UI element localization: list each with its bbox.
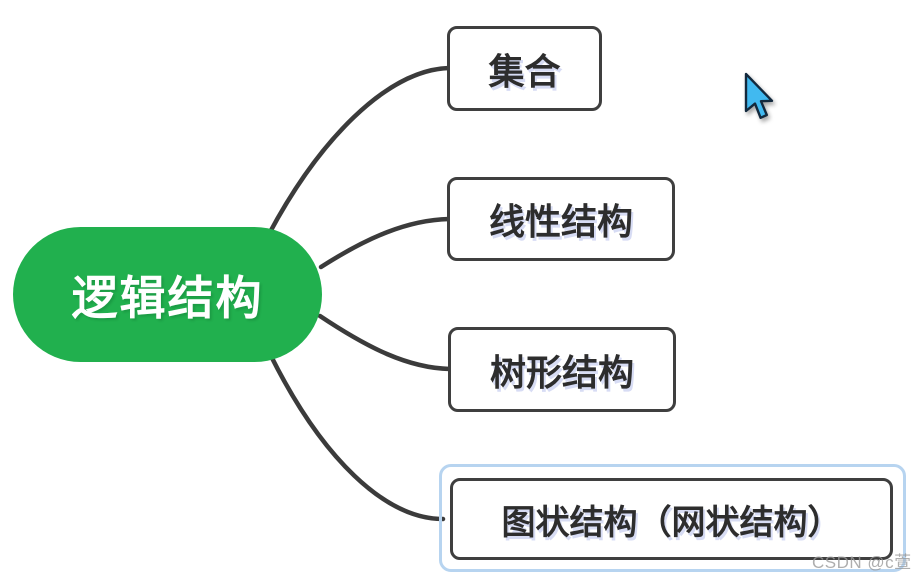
branch-node-set[interactable]: 集合 [447, 26, 602, 111]
branch-node-linear-structure[interactable]: 线性结构 [447, 177, 675, 261]
branch-node-graph-structure[interactable]: 图状结构（网状结构） [450, 478, 893, 560]
watermark: CSDN @c萱 [812, 553, 912, 572]
branch-node-graph-structure-label: 图状结构（网状结构） [501, 503, 842, 542]
connector-root-to-set [266, 65, 452, 237]
branch-node-set-label: 集合 [488, 50, 561, 92]
selection-highlight: 图状结构（网状结构） [439, 464, 906, 572]
root-node-logical-structure[interactable]: 逻辑结构 [13, 227, 322, 362]
root-node-label: 逻辑结构 [71, 271, 264, 324]
branch-node-linear-structure-label: 线性结构 [488, 201, 633, 242]
connector-root-to-linear [318, 216, 452, 270]
arrow-cursor-icon [744, 72, 774, 119]
connector-root-to-tree [317, 313, 453, 372]
connector-root-to-graph [268, 353, 446, 522]
branch-node-tree-structure-label: 树形结构 [489, 351, 634, 393]
branch-node-tree-structure[interactable]: 树形结构 [448, 327, 676, 412]
